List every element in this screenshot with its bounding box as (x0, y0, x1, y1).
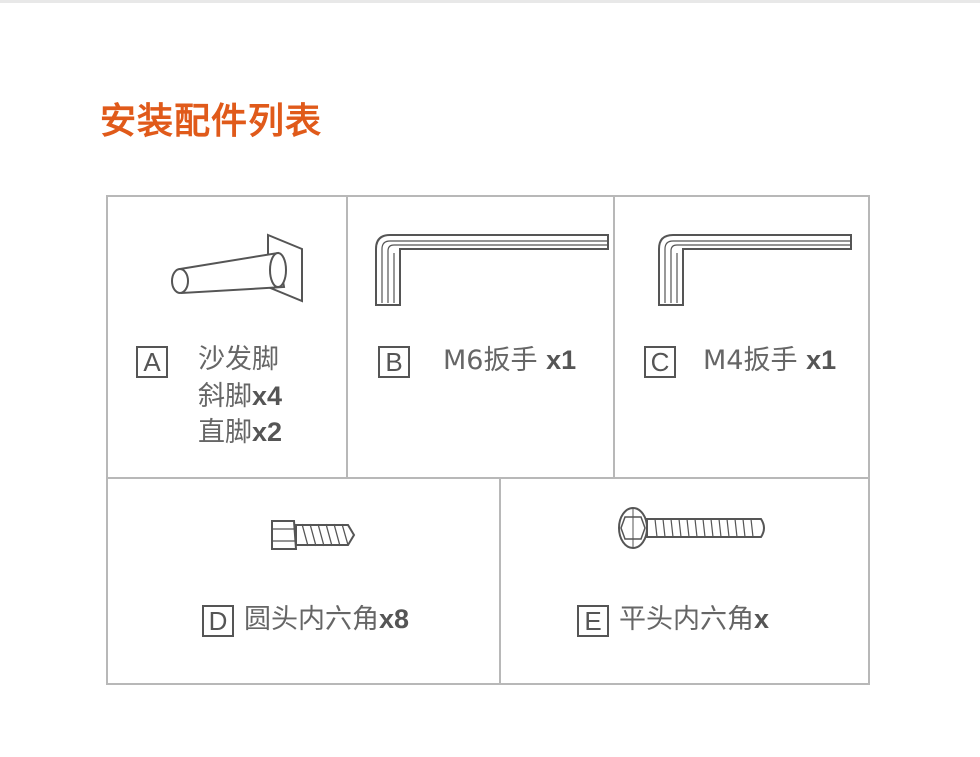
part-letter: D (202, 605, 234, 637)
top-divider (0, 0, 980, 3)
divider (346, 197, 348, 479)
variant-name: 直脚 (198, 417, 252, 448)
part-quantity: x8 (379, 604, 410, 634)
part-quantity: x2 (252, 417, 283, 447)
hex-wrench-icon (658, 234, 852, 306)
sofa-leg-icon (171, 233, 303, 303)
variant-name: 斜脚 (198, 381, 252, 412)
part-name: M4扳手 x1 (703, 342, 836, 379)
part-name: 圆头内六角x8 (244, 601, 409, 638)
part-cell-d: D 圆头内六角x8 (108, 479, 499, 685)
part-name-text: 平头内六角 (619, 604, 754, 635)
part-name-text: 圆头内六角 (244, 604, 379, 635)
part-name: 平头内六角x (619, 601, 769, 638)
flat-head-screw-icon (618, 507, 765, 549)
hex-wrench-icon (375, 234, 609, 306)
part-name: 沙发脚 (198, 344, 279, 375)
page-title: 安装配件列表 (100, 101, 323, 142)
parts-table: A 沙发脚 斜脚x4 直脚x2 B M6扳手 x1 C M4扳手 (106, 195, 870, 685)
divider (108, 477, 868, 479)
part-name-text: M6扳手 (443, 345, 538, 376)
divider (613, 197, 615, 479)
part-name-text: M4扳手 (703, 345, 798, 376)
part-variant-angled: 斜脚x4 (198, 378, 282, 415)
part-quantity: x1 (546, 345, 577, 375)
part-letter: A (136, 346, 168, 378)
part-cell-b: B M6扳手 x1 (348, 197, 613, 477)
part-quantity: x4 (252, 381, 283, 411)
part-cell-c: C M4扳手 x1 (615, 197, 868, 477)
part-cell-a: A 沙发脚 斜脚x4 直脚x2 (108, 197, 346, 477)
part-letter: E (577, 605, 609, 637)
divider (499, 479, 501, 685)
part-cell-e: E 平头内六角x (501, 479, 868, 685)
part-quantity: x1 (806, 345, 837, 375)
part-name: M6扳手 x1 (443, 342, 576, 379)
part-letter: B (378, 346, 410, 378)
part-quantity: x (754, 604, 770, 634)
part-letter: C (644, 346, 676, 378)
round-head-screw-icon (271, 520, 356, 550)
part-variant-straight: 直脚x2 (198, 414, 282, 451)
